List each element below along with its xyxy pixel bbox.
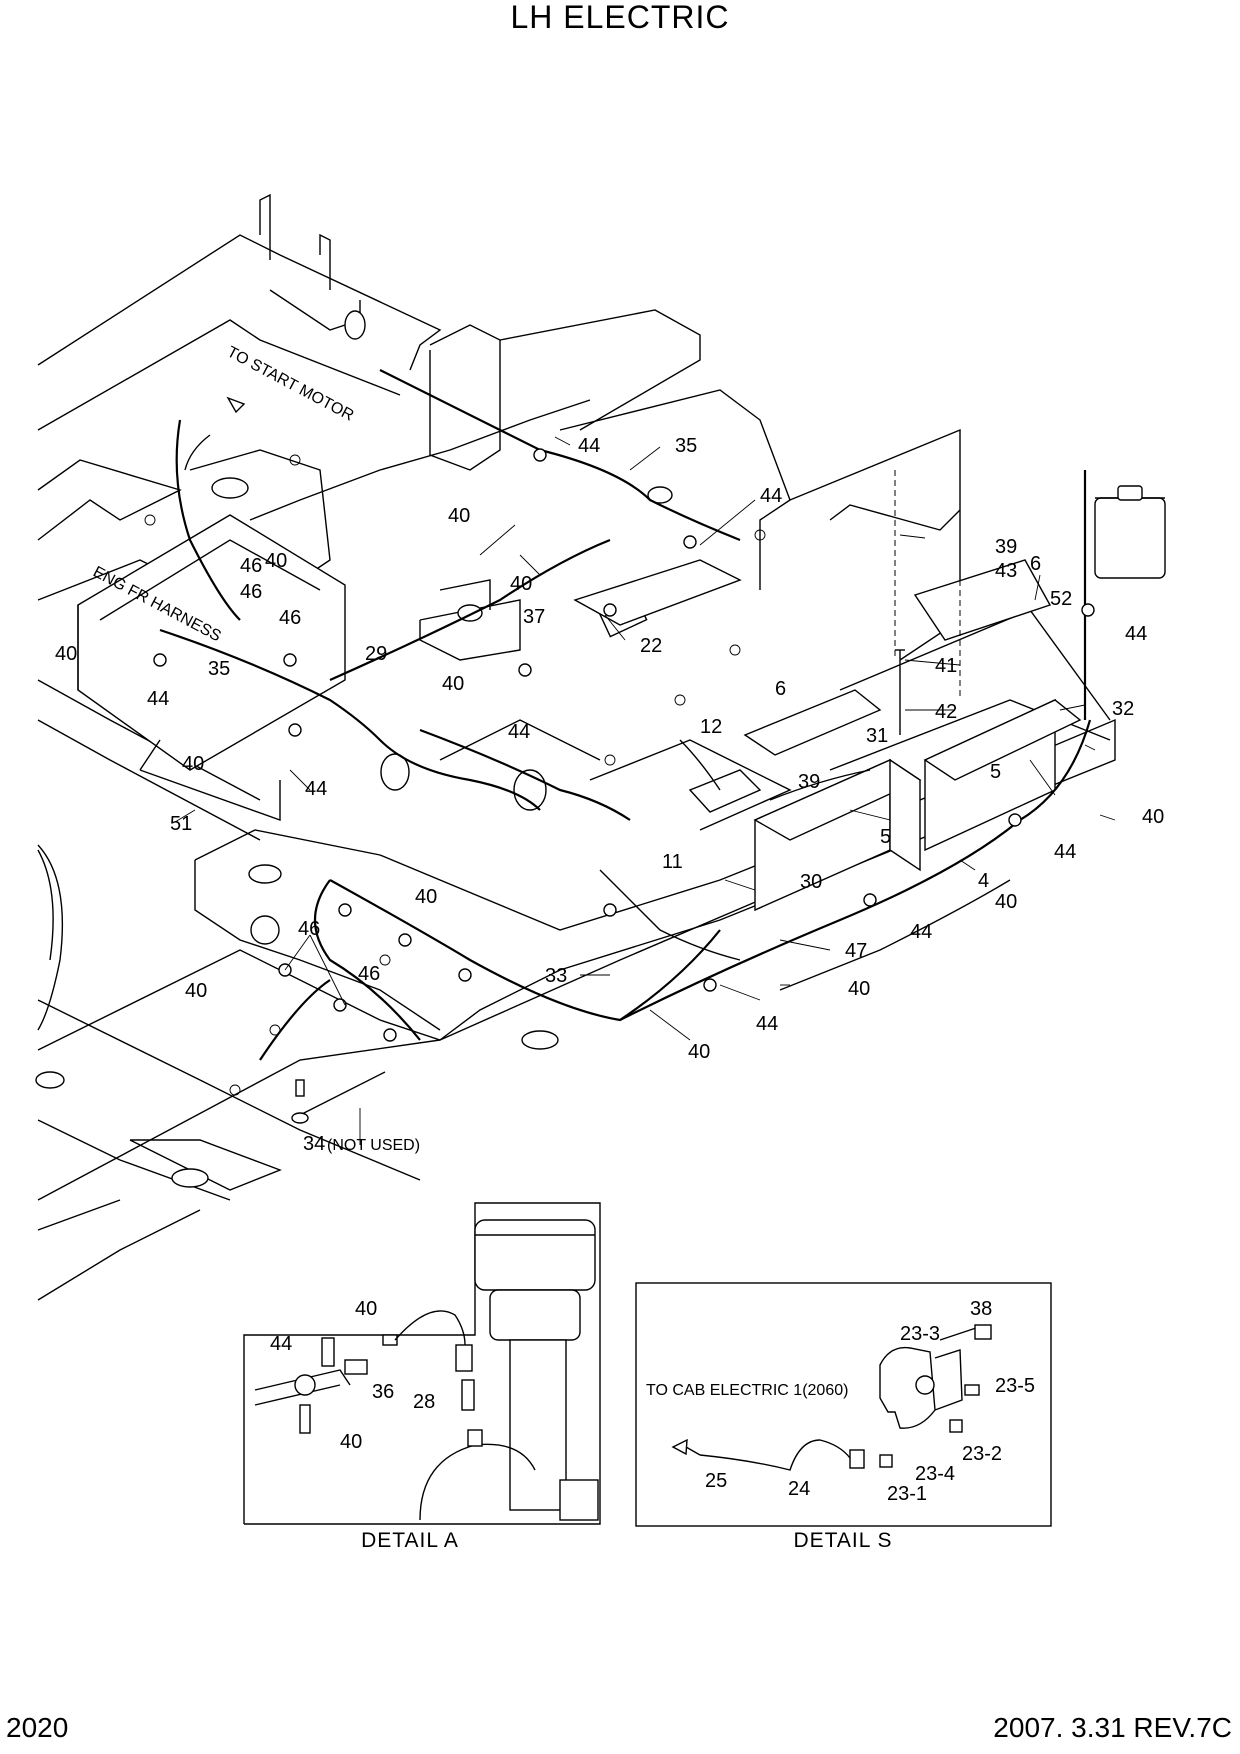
detail-s-panel (635, 1282, 1052, 1527)
cable-34 (291, 1071, 386, 1124)
callout-44: 44 (760, 485, 782, 507)
callout-46: 46 (240, 555, 262, 577)
callout-44: 44 (147, 688, 169, 710)
callout-37: 37 (523, 606, 545, 628)
callout-12: 12 (700, 716, 722, 738)
detail-s-callout-23-3: 23-3 (900, 1323, 940, 1345)
fasteners (153, 448, 1095, 1042)
callout-40: 40 (688, 1041, 710, 1063)
callout-40: 40 (55, 643, 77, 665)
callout-40: 40 (185, 980, 207, 1002)
callout-34-note: (NOT USED) (327, 1137, 420, 1154)
detail-s-callout-23-4: 23-4 (915, 1463, 955, 1485)
callout-42: 42 (935, 701, 957, 723)
callout-40: 40 (265, 550, 287, 572)
callout-40: 40 (448, 505, 470, 527)
callout-40: 40 (415, 886, 437, 908)
detail-a-caption: DETAIL A (361, 1529, 459, 1552)
detail-s-callout-25: 25 (705, 1470, 727, 1492)
callout-31: 31 (866, 725, 888, 747)
callout-40: 40 (182, 753, 204, 775)
callout-40: 40 (1142, 806, 1164, 828)
detail-a-callout-40: 40 (340, 1431, 362, 1453)
callout-44: 44 (1125, 623, 1147, 645)
detail-s-callout-23-2: 23-2 (962, 1443, 1002, 1465)
callout-52: 52 (1050, 588, 1072, 610)
eng-harness-bracket (77, 514, 346, 771)
callout-30: 30 (800, 871, 822, 893)
callout-44: 44 (910, 921, 932, 943)
callout-47: 47 (845, 940, 867, 962)
callout-43: 43 (995, 560, 1017, 582)
callout-6: 6 (1030, 553, 1041, 575)
battery-right (923, 698, 1082, 852)
detail-s-caption: DETAIL S (793, 1529, 892, 1552)
callout-44: 44 (508, 721, 530, 743)
callout-40: 40 (995, 891, 1017, 913)
callout-46: 46 (358, 963, 380, 985)
detail-s-callout-38: 38 (970, 1298, 992, 1320)
wiring-harness-secondary (139, 434, 1011, 991)
page-number: 2020 (6, 1712, 69, 1743)
callout-35: 35 (208, 658, 230, 680)
detail-a-callout-28: 28 (413, 1391, 435, 1413)
callout-33: 33 (545, 965, 567, 987)
start-motor-label: TO START MOTOR (224, 344, 356, 425)
detail-s-callout-23-1: 23-1 (887, 1483, 927, 1505)
callout-4: 4 (978, 870, 989, 892)
callout-46: 46 (279, 607, 301, 629)
callout-39: 39 (995, 536, 1017, 558)
callout-34: 34 (303, 1133, 325, 1155)
detail-s-callouts: TO CAB ELECTRIC 1(2060) 38 23-3 23-5 23-… (646, 1298, 1035, 1505)
detail-a-panel (243, 1202, 601, 1525)
callout-41: 41 (935, 655, 957, 677)
detail-s-note: TO CAB ELECTRIC 1(2060) (646, 1382, 848, 1399)
callout-35: 35 (675, 435, 697, 457)
callout-5: 5 (990, 761, 1001, 783)
callout-44: 44 (305, 778, 327, 800)
detail-s-callout-23-5: 23-5 (995, 1375, 1035, 1397)
leader-lines (174, 436, 1116, 1145)
callout-40: 40 (848, 978, 870, 1000)
callout-32: 32 (1112, 698, 1134, 720)
callout-5: 5 (880, 826, 891, 848)
detail-s-callout-24: 24 (788, 1478, 810, 1500)
callout-6: 6 (775, 678, 786, 700)
callout-44: 44 (756, 1013, 778, 1035)
revision-date: 2007. 3.31 REV.7C (993, 1712, 1232, 1743)
detail-a-callout-44: 44 (270, 1333, 292, 1355)
callout-46: 46 (240, 581, 262, 603)
battery-cover (913, 559, 1052, 641)
callout-46: 46 (298, 918, 320, 940)
callout-51: 51 (170, 813, 192, 835)
callout-29: 29 (365, 643, 387, 665)
bolt-41 (895, 649, 905, 735)
callout-22: 22 (640, 635, 662, 657)
dashed-guides (894, 470, 961, 700)
battery-left (753, 758, 922, 912)
washer-tank (1094, 485, 1166, 579)
callout-39: 39 (798, 771, 820, 793)
detail-a-callout-36: 36 (372, 1381, 394, 1403)
callout-44: 44 (1054, 841, 1076, 863)
relay-box (688, 769, 762, 813)
diagram-title: LH ELECTRIC (510, 0, 730, 35)
start-motor-arrow (226, 396, 246, 414)
callout-40: 40 (442, 673, 464, 695)
main-callouts: 44 35 44 40 46 40 46 40 46 37 40 29 22 3… (55, 435, 1164, 1155)
callout-40: 40 (510, 573, 532, 595)
battery-plate (743, 689, 882, 756)
callout-11: 11 (662, 851, 683, 873)
detail-a-callouts: 40 44 36 28 40 (270, 1298, 435, 1453)
detail-a-callout-40: 40 (355, 1298, 377, 1320)
callout-44: 44 (578, 435, 600, 457)
